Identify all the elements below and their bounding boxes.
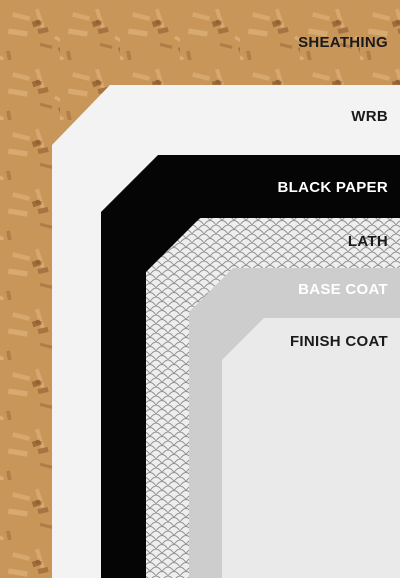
finish-coat-label: FINISH COAT [289, 333, 388, 350]
wrb-label: WRB [351, 108, 388, 125]
base-coat-label: BASE COAT [298, 281, 388, 298]
black-paper-label: BLACK PAPER [277, 179, 388, 196]
sheathing-label: SHEATHING [298, 34, 388, 51]
finish-coat-layer [222, 318, 400, 578]
lath-label: LATH [347, 233, 388, 250]
